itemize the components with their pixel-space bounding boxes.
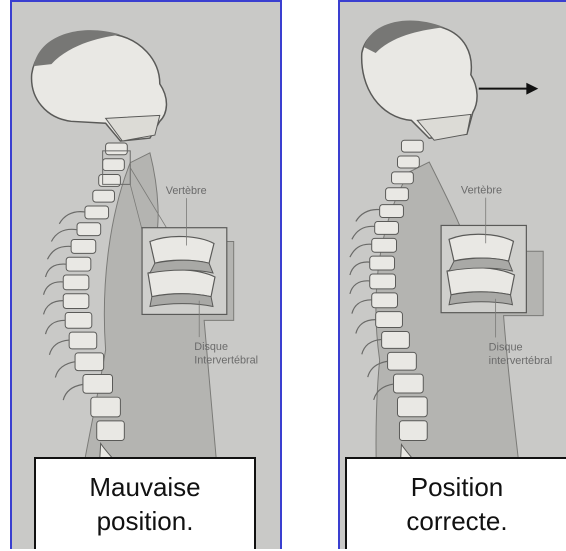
panel-good-posture: Vertèbre Disque intervertébral Position … [338,0,566,549]
caption-line-1: Position [411,470,504,504]
caption-line-1: Mauvaise [89,470,200,504]
label-disc-line1: Disque [489,341,523,353]
caption-bad-posture: Mauvaise position. [34,457,256,549]
caption-line-2: correcte. [406,504,507,538]
caption-line-2: position. [97,504,194,538]
label-disc-line2: Intervertébral [194,355,258,367]
label-vertebra: Vertèbre [166,185,207,197]
jaw [106,115,160,141]
label-disc-line2: intervertébral [489,355,553,367]
forward-arrow-icon [526,83,538,95]
panel-bad-posture: Vertèbre Disque Intervertébral Mauvaise … [10,0,282,549]
caption-good-posture: Position correcte. [345,457,566,549]
label-vertebra: Vertèbre [461,185,502,197]
label-disc-line1: Disque [194,341,228,353]
